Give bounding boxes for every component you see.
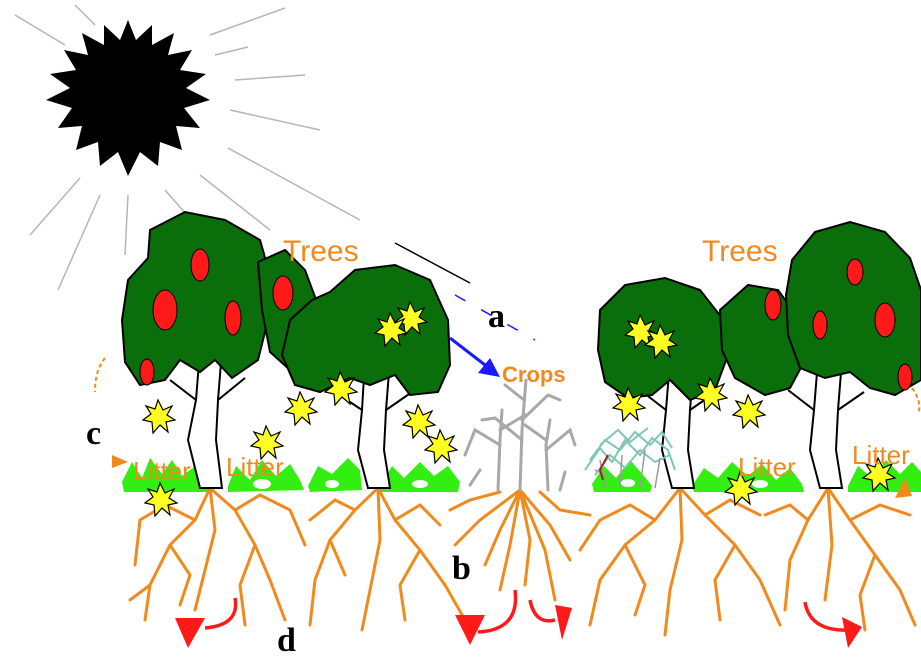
label-a: a (488, 298, 505, 336)
label-crops: Crops (502, 362, 566, 388)
label-trees-left: Trees (283, 235, 359, 269)
label-litter-4: Litter (852, 440, 910, 471)
label-litter-3: Litter (738, 452, 796, 483)
label-d: d (277, 622, 296, 660)
sun-icon (46, 20, 210, 176)
label-b: b (452, 550, 471, 588)
star-icon (403, 405, 435, 438)
root-systems (130, 488, 915, 635)
star-icon (733, 395, 765, 428)
label-litter-2: Litter (226, 452, 284, 483)
tree-icon (122, 212, 270, 385)
star-icon (425, 430, 457, 463)
label-litter-1: Litter (133, 456, 191, 487)
label-c: c (86, 415, 101, 453)
star-icon (143, 400, 175, 433)
crop-plant-icon (465, 380, 575, 490)
label-trees-right: Trees (702, 235, 778, 269)
arrow-a (450, 338, 500, 377)
star-icon (285, 392, 317, 425)
